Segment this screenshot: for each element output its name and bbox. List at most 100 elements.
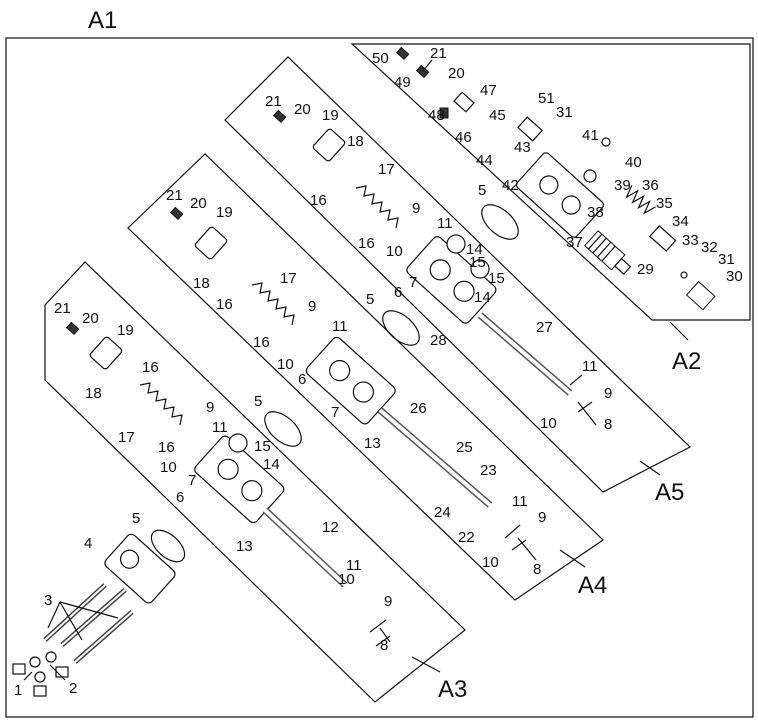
part-label-13: 13 [236, 538, 253, 555]
inlet-oring [150, 529, 186, 563]
a5-spring [355, 185, 399, 229]
assembly-a3-outline [44, 261, 466, 703]
a4-leader [559, 549, 586, 568]
part-label-17: 17 [118, 429, 135, 446]
part-label-20: 20 [190, 195, 207, 212]
part-label-42: 42 [502, 177, 519, 194]
part-label-15: 15 [254, 438, 271, 455]
a3-spring [139, 382, 183, 426]
part-label-11: 11 [346, 557, 362, 574]
hatch-line [596, 241, 612, 258]
part-label-10: 10 [160, 459, 177, 476]
a2-valve-body [515, 152, 605, 238]
outer-frame [5, 37, 754, 718]
part-label-40: 40 [625, 154, 642, 171]
part-label-21: 21 [265, 93, 282, 110]
a3-screw [65, 321, 80, 336]
part-label-6: 6 [394, 284, 402, 301]
leader [577, 401, 597, 426]
part-label-17: 17 [378, 161, 395, 178]
a2-cartridge-tip [613, 257, 632, 275]
a4-spool-inner [378, 408, 492, 507]
a3-spool-inner [263, 508, 347, 587]
assembly-label-a4: A4 [578, 572, 607, 599]
part-label-6: 6 [298, 371, 306, 388]
hatch-line [592, 237, 607, 254]
a3-port [217, 458, 239, 480]
a4-parts [169, 206, 527, 551]
assembly-a5-outline [224, 56, 692, 493]
a3-pin [369, 619, 387, 633]
a5-port [453, 280, 475, 302]
a5-port [429, 259, 451, 281]
a4-oring-large [382, 310, 420, 346]
a3-cap-top [89, 336, 123, 370]
part-label-9: 9 [604, 385, 612, 402]
leader [379, 627, 391, 643]
part-label-1: 1 [14, 682, 22, 699]
a2-port [539, 175, 559, 195]
part-label-20: 20 [82, 310, 99, 327]
part-label-8: 8 [380, 637, 388, 654]
part-label-27: 27 [536, 319, 553, 336]
a2-oring [601, 137, 611, 147]
part-label-16: 16 [216, 296, 233, 313]
a2-fitting [517, 116, 543, 142]
part-label-10: 10 [386, 243, 403, 260]
a2-screw [395, 46, 410, 61]
a3-parts [65, 321, 391, 647]
part-label-15: 15 [488, 270, 505, 287]
part-label-4: 4 [84, 535, 92, 552]
part-label-9: 9 [308, 298, 316, 315]
part-label-48: 48 [428, 107, 445, 124]
part-label-11: 11 [582, 358, 598, 375]
part-label-49: 49 [394, 74, 411, 91]
a5-oring-large [481, 204, 519, 240]
a2-leader [669, 321, 689, 341]
a4-port [328, 360, 351, 382]
a2-plug [649, 225, 677, 252]
a5-leader [639, 460, 661, 476]
part-label-47: 47 [480, 82, 497, 99]
a5-cap [470, 259, 490, 279]
part-label-21: 21 [430, 45, 447, 62]
a4-spring [251, 282, 295, 326]
part-label-5: 5 [132, 510, 140, 527]
assembly-label-a2: A2 [672, 348, 701, 375]
part-label-33: 33 [682, 232, 699, 249]
assembly-label-a5: A5 [655, 479, 684, 506]
part-label-7: 7 [188, 472, 196, 489]
part-label-16: 16 [358, 235, 375, 252]
inlet-parts [12, 529, 186, 697]
a4-pin [511, 539, 527, 551]
part-label-30: 30 [726, 268, 743, 285]
part-label-18: 18 [347, 133, 364, 150]
assembly-label-a3: A3 [438, 676, 467, 703]
part-label-34: 34 [672, 213, 689, 230]
part-label-5: 5 [478, 182, 486, 199]
nut [33, 685, 47, 697]
part-label-16: 16 [253, 334, 270, 351]
part-label-41: 41 [582, 127, 599, 144]
part-label-12: 12 [322, 519, 339, 536]
part-label-15: 15 [469, 254, 486, 271]
leader-3 [59, 601, 83, 641]
part-label-43: 43 [514, 139, 531, 156]
part-label-11: 11 [512, 493, 528, 510]
part-label-8: 8 [533, 561, 541, 578]
part-label-17: 17 [280, 270, 297, 287]
part-label-9: 9 [538, 509, 546, 526]
part-label-13: 13 [364, 435, 381, 452]
washer [34, 671, 46, 683]
a3-cap [228, 433, 248, 453]
part-label-19: 19 [216, 204, 233, 221]
leader-3 [47, 601, 61, 629]
inlet-body [104, 533, 176, 604]
part-label-20: 20 [448, 65, 465, 82]
part-label-14: 14 [263, 456, 280, 473]
a3-valve-body [194, 435, 285, 524]
leader-2 [49, 664, 66, 681]
part-label-11: 11 [437, 215, 453, 232]
part-label-10: 10 [540, 415, 557, 432]
part-label-3: 3 [44, 592, 52, 609]
